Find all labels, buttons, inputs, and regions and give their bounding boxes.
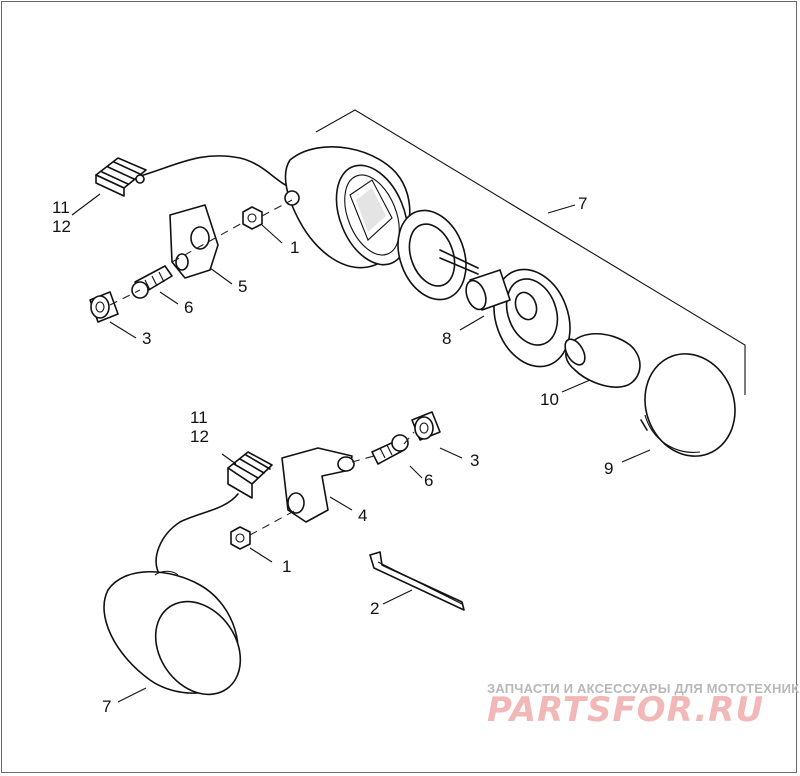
stud-top: [131, 265, 173, 299]
label-connector-top-a: 11: [52, 198, 70, 217]
label-lens: 9: [604, 459, 613, 478]
label-lamp-top: 7: [578, 194, 587, 213]
bracket-bottom: [281, 447, 355, 523]
watermark-tagline: ЗАПЧАСТИ И АКСЕССУАРЫ ДЛЯ МОТОТЕХНИКИ: [487, 681, 800, 696]
nut-bottom: [230, 526, 251, 550]
stud-bottom: [371, 434, 409, 465]
label-clamp-bottom: 3: [470, 451, 479, 470]
connector-top: [95, 157, 147, 197]
socket-assembly: [439, 249, 571, 368]
clamp-top: [89, 291, 119, 323]
label-bracket-top: 5: [238, 277, 247, 296]
gasket-ring: [397, 209, 467, 301]
lens: [640, 353, 736, 457]
bracket-top: [169, 204, 219, 279]
label-nut-bottom: 1: [282, 557, 291, 576]
label-connector-bottom-b: 12: [190, 427, 209, 446]
label-bulb: 10: [540, 390, 559, 409]
label-strap: 2: [370, 599, 379, 618]
label-stud-bottom: 6: [424, 471, 433, 490]
connector-bottom: [227, 451, 273, 499]
label-connector-bottom-a: 11: [190, 408, 208, 427]
nut-top: [242, 206, 263, 230]
cable-strap: [369, 551, 465, 611]
leader-lines: [71, 193, 651, 703]
label-clamp-top: 3: [142, 329, 151, 348]
label-socket: 8: [442, 329, 451, 348]
group-bracket-line: [315, 109, 746, 395]
bulb: [564, 333, 641, 388]
label-nut-top: 1: [290, 238, 299, 257]
lamp-wire-top: [139, 155, 293, 189]
lamp-housing-bottom: [103, 570, 242, 696]
clamp-bottom: [411, 411, 441, 441]
label-lamp-bottom: 7: [102, 697, 111, 716]
label-bracket-bottom: 4: [358, 506, 367, 525]
label-stud-top: 6: [184, 298, 193, 317]
watermark-brand: PARTSFOR.RU: [487, 690, 765, 730]
label-connector-top-b: 12: [52, 217, 71, 236]
lamp-wire-bottom: [155, 493, 239, 576]
